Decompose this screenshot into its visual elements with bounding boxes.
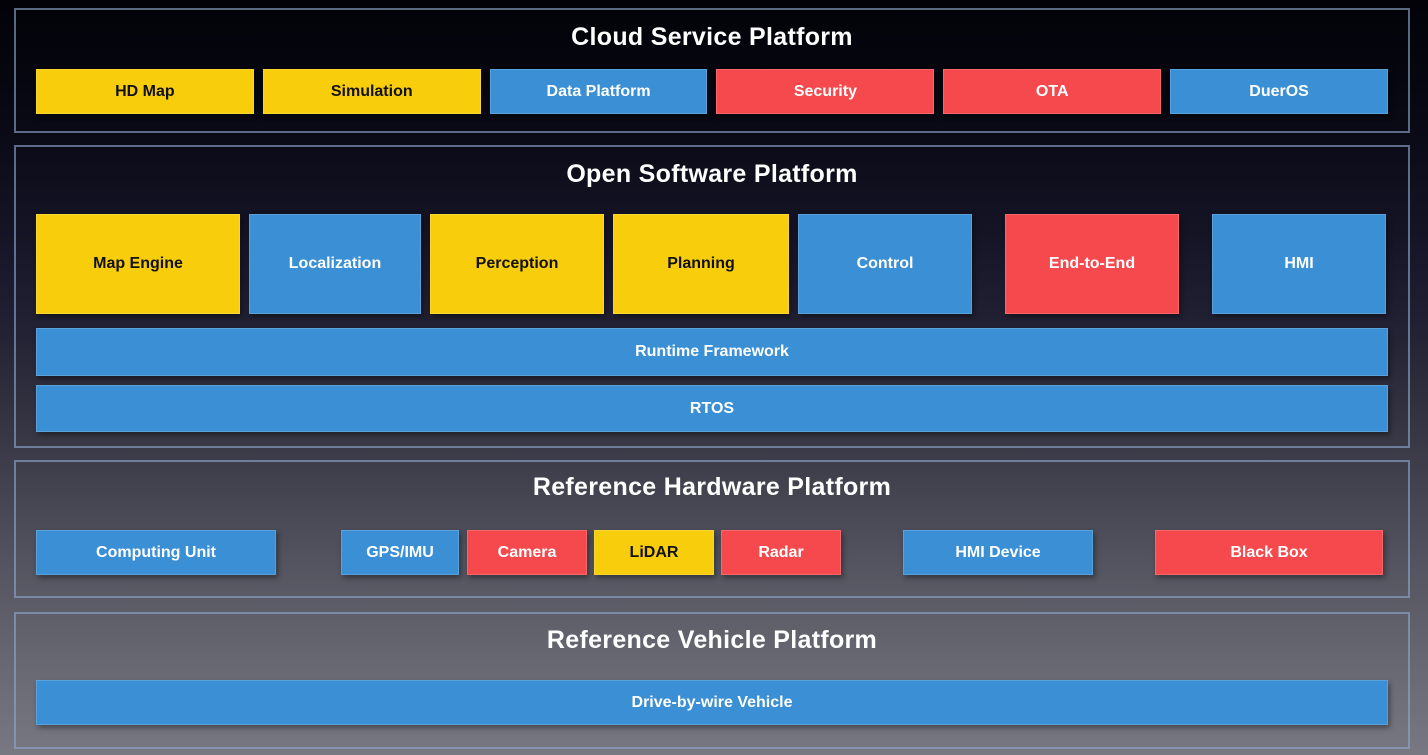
block-hmi-device: HMI Device (903, 530, 1093, 575)
block-dueros: DuerOS (1170, 69, 1388, 114)
block-end-to-end: End-to-End (1005, 214, 1179, 314)
block-gps-imu: GPS/IMU (341, 530, 459, 575)
reference-hardware-platform-section: Reference Hardware Platform Computing Un… (14, 460, 1410, 598)
hardware-blocks-row: Computing Unit GPS/IMU Camera LiDAR Rada… (16, 530, 1408, 575)
block-map-engine: Map Engine (36, 214, 240, 314)
block-camera: Camera (467, 530, 587, 575)
bar-runtime-framework: Runtime Framework (36, 328, 1388, 376)
block-localization: Localization (249, 214, 421, 314)
cloud-blocks-row: HD Map Simulation Data Platform Security… (16, 69, 1408, 114)
block-control: Control (798, 214, 972, 314)
reference-hardware-platform-title: Reference Hardware Platform (532, 473, 892, 501)
open-software-platform-title: Open Software Platform (566, 160, 858, 188)
block-hd-map: HD Map (36, 69, 254, 114)
block-radar: Radar (721, 530, 841, 575)
bar-rtos: RTOS (36, 385, 1388, 432)
block-data-platform: Data Platform (489, 69, 708, 114)
block-black-box: Black Box (1155, 530, 1383, 575)
block-perception: Perception (430, 214, 604, 314)
cloud-service-platform-title: Cloud Service Platform (571, 23, 853, 51)
block-planning: Planning (613, 214, 789, 314)
block-computing-unit: Computing Unit (36, 530, 276, 575)
cloud-service-platform-section: Cloud Service Platform HD Map Simulation… (14, 8, 1410, 133)
software-modules-row: Map Engine Localization Perception Plann… (16, 214, 1408, 314)
block-security: Security (716, 69, 935, 114)
reference-vehicle-platform-title: Reference Vehicle Platform (546, 626, 878, 654)
bar-drive-by-wire-vehicle: Drive-by-wire Vehicle (36, 680, 1388, 725)
block-hmi: HMI (1212, 214, 1386, 314)
block-lidar: LiDAR (594, 530, 714, 575)
open-software-platform-section: Open Software Platform Map Engine Locali… (14, 145, 1410, 448)
reference-vehicle-platform-section: Reference Vehicle Platform Drive-by-wire… (14, 612, 1410, 749)
block-simulation: Simulation (262, 69, 481, 114)
block-ota: OTA (943, 69, 1162, 114)
